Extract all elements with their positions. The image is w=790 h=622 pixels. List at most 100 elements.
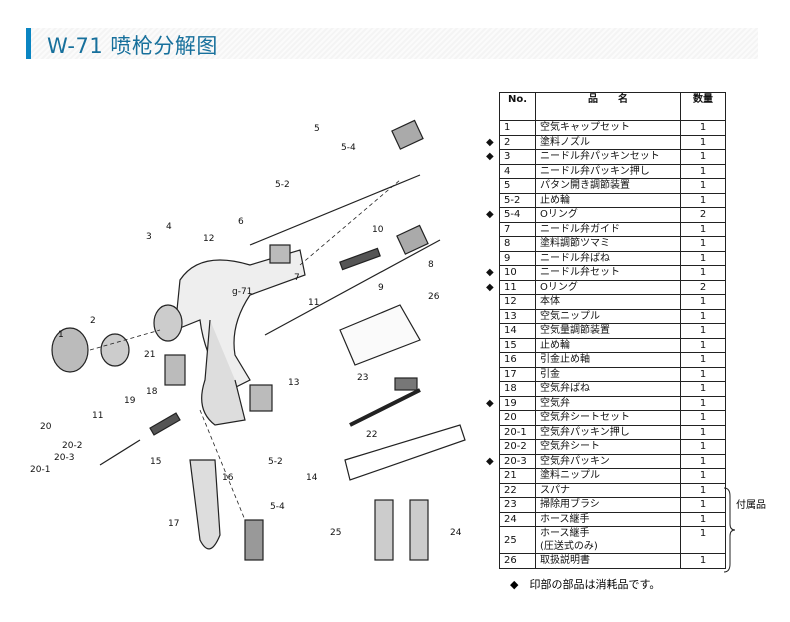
qty-text: 1 xyxy=(699,397,707,409)
callout-label: 20-1 xyxy=(30,465,51,475)
cell-name: Oリング xyxy=(535,207,681,223)
consumable-marker-icon: ◆ xyxy=(486,281,494,293)
qty-text: 1 xyxy=(699,412,707,423)
cell-no: 20-2 xyxy=(499,439,536,455)
callout-label: 5-2 xyxy=(275,180,290,190)
callout-label: 25 xyxy=(330,528,342,538)
name-text: 空気弁 xyxy=(540,397,570,409)
cell-name: ホース継手 xyxy=(535,511,681,527)
cell-qty: 1 xyxy=(680,453,726,469)
cell-qty: 1 xyxy=(680,236,726,252)
callout-label: 5-2 xyxy=(268,457,283,467)
cell-name: 空気弁シート xyxy=(535,439,681,455)
callout-label: 15 xyxy=(150,457,162,467)
brush xyxy=(349,377,421,427)
cell-no: 13 xyxy=(499,308,536,324)
qty-text: 1 xyxy=(699,339,707,351)
cell-qty: 1 xyxy=(680,120,726,136)
cell-name: 空気弁パッキン押し xyxy=(535,424,681,440)
cell-qty: 1 xyxy=(680,553,726,569)
cell-qty: 1 xyxy=(680,192,726,208)
callout-label: 20-3 xyxy=(54,453,75,463)
springs xyxy=(149,247,381,436)
callout-label: 9 xyxy=(378,283,384,293)
name-text: 塗料ニップル xyxy=(540,470,600,482)
no-text: 2 xyxy=(504,136,511,148)
name-text: ニードル弁ばね xyxy=(540,252,610,264)
qty-text: 1 xyxy=(699,310,707,322)
cell-no: 16 xyxy=(499,352,536,368)
cell-no: 22 xyxy=(499,482,536,498)
cell-qty: 1 xyxy=(680,265,726,281)
cell-qty: 1 xyxy=(680,221,726,237)
qty-text: 1 xyxy=(699,441,707,452)
callout-label: 21 xyxy=(144,350,156,360)
table-row: 20-2 空気弁シート 1 xyxy=(499,439,726,455)
name-text: 空気キャップセット xyxy=(540,122,630,134)
name-text: 空気弁パッキン押し xyxy=(540,426,630,438)
qty-text: 1 xyxy=(699,180,707,191)
no-text: 23 xyxy=(504,499,517,511)
cell-name: 空気弁ばね xyxy=(535,381,681,397)
cell-qty: 1 xyxy=(680,410,726,426)
no-text: 24 xyxy=(504,513,517,525)
manual xyxy=(339,304,421,366)
no-text: 20-3 xyxy=(504,455,527,467)
name-text: 掃除用ブラシ xyxy=(540,499,600,511)
name-text: 引金 xyxy=(540,368,560,380)
cell-no: 14 xyxy=(499,323,536,339)
callout-label: 12 xyxy=(203,234,215,244)
callout-label: 10 xyxy=(372,225,384,235)
no-text: 10 xyxy=(504,267,517,279)
consumable-marker-icon: ◆ xyxy=(486,151,494,163)
cell-name: 塗料ニップル xyxy=(535,468,681,484)
cell-no: 20-1 xyxy=(499,424,536,440)
cell-name: ニードル弁ばね xyxy=(535,250,681,266)
cell-no: 19◆ xyxy=(486,395,536,411)
cell-name: ホース継手 (圧送式のみ) xyxy=(535,526,681,554)
name-text: 空気弁シート xyxy=(540,441,600,453)
cell-qty: 1 xyxy=(680,381,726,397)
callout-label: 5-4 xyxy=(341,143,356,153)
callout-label: 5-4 xyxy=(270,502,285,512)
no-text: 17 xyxy=(504,368,517,380)
callout-label: 4 xyxy=(166,222,172,232)
no-text: 26 xyxy=(504,555,517,567)
cell-qty: 1 xyxy=(680,149,726,165)
col-no: No. xyxy=(499,92,536,121)
cell-name: 塗料調節ツマミ xyxy=(535,236,681,252)
cell-name: 掃除用ブラシ xyxy=(535,497,681,513)
hose-fittings xyxy=(374,499,429,561)
consumable-marker-icon: ◆ xyxy=(486,209,494,221)
cell-no: 1 xyxy=(499,120,536,136)
qty-text: 1 xyxy=(699,194,707,206)
table-row: 1 空気キャップセット 1 xyxy=(499,120,726,136)
exploded-diagram xyxy=(51,119,466,561)
no-text: 18 xyxy=(504,383,517,395)
no-text: 14 xyxy=(504,325,517,337)
cell-qty: 1 xyxy=(680,178,726,194)
no-text: 16 xyxy=(504,354,517,366)
col-qty: 数量 xyxy=(680,92,726,121)
qty-text: 1 xyxy=(699,252,707,264)
cell-no: 9 xyxy=(499,250,536,266)
cell-no: 15 xyxy=(499,337,536,353)
cell-name: 空気キャップセット xyxy=(535,120,681,136)
cell-name: Oリング xyxy=(535,279,681,295)
callout-label: 11 xyxy=(308,298,320,308)
consumable-marker-icon: ◆ xyxy=(486,455,494,467)
cell-name: ニードル弁ガイド xyxy=(535,221,681,237)
table-row: 9 ニードル弁ばね 1 xyxy=(499,250,726,266)
no-text: 7 xyxy=(504,223,511,235)
qty-text: 1 xyxy=(699,484,707,496)
name-text: 空気量調節装置 xyxy=(540,325,610,337)
